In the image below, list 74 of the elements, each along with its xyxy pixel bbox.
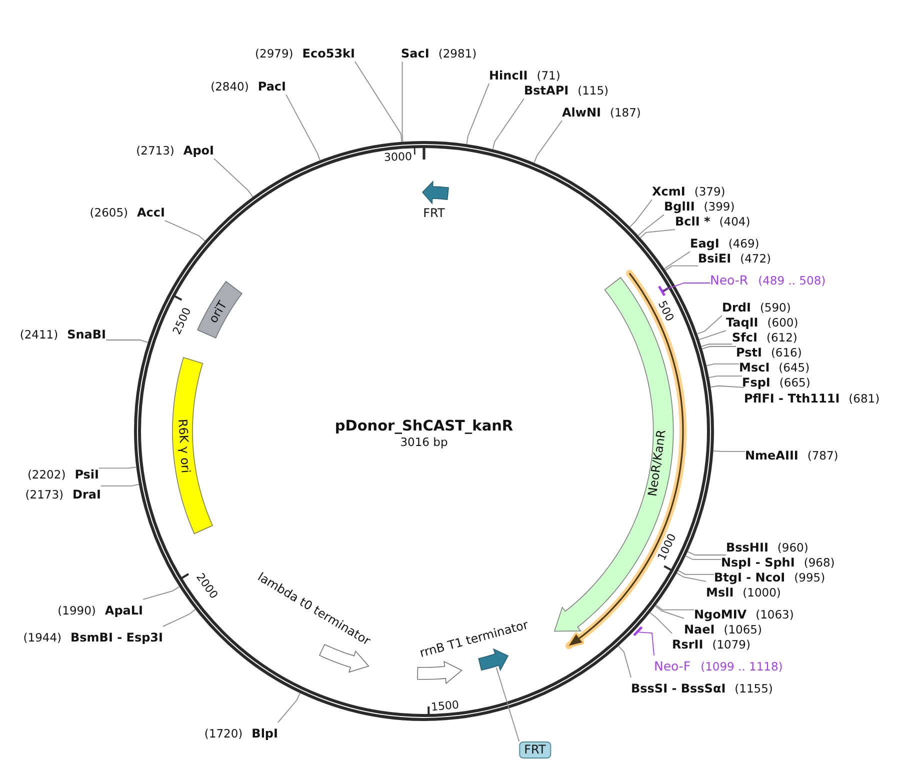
restriction-site-label: XcmI (379)	[652, 180, 726, 200]
feature-label: R6K γ ori	[175, 418, 193, 474]
plasmid-size: 3016 bp	[400, 436, 448, 450]
leader-line	[354, 61, 402, 142]
restriction-site-label: (2605) AccI	[90, 201, 165, 221]
leader-line	[678, 570, 714, 575]
leader-line	[656, 604, 694, 610]
primer-mark	[658, 286, 666, 296]
leader-line	[162, 608, 196, 627]
leader-line	[650, 612, 672, 634]
leader-line	[278, 692, 300, 723]
leader-line	[664, 265, 698, 271]
restriction-site-label: (2202) PsiI	[27, 463, 99, 483]
leader-line	[664, 251, 690, 270]
restriction-site-label: EagI (469)	[690, 232, 760, 252]
restriction-site-label: (2840) PacI	[210, 75, 286, 95]
leader-line	[700, 344, 732, 347]
feature-arrow	[478, 648, 509, 672]
leader-line	[100, 484, 140, 486]
leader-line	[708, 376, 742, 378]
leader-line	[492, 98, 524, 150]
tick-label: 1000	[656, 532, 678, 562]
leader-line	[98, 466, 137, 469]
feature-label: FRT	[423, 206, 445, 220]
leader-line	[698, 330, 726, 340]
restriction-site-label: (2411) SnaBI	[20, 323, 106, 343]
leader-line	[286, 94, 320, 161]
tick-label: 2500	[171, 306, 193, 336]
primer-label: Neo-R (489 .. 508)	[710, 269, 826, 289]
restriction-site-label: HincII (71)	[489, 64, 560, 84]
leader-line	[710, 385, 744, 388]
leader-line	[496, 667, 520, 742]
tick-label: 500	[656, 299, 676, 323]
leader-line	[702, 346, 736, 350]
leader-line	[164, 220, 206, 242]
leader-line	[685, 556, 722, 560]
restriction-site-label: (2713) ApoI	[136, 139, 214, 159]
primer-mark	[633, 626, 643, 636]
leader-line	[534, 120, 562, 164]
leader-line	[106, 340, 148, 343]
restriction-site-label: (2979) Eco53kI	[255, 42, 355, 62]
restriction-site-label: NmeAIII (787)	[745, 444, 838, 464]
leader-line	[142, 586, 180, 600]
restriction-site-label: (2173) DraI	[25, 483, 101, 503]
leader-line	[696, 315, 722, 334]
leader-line	[638, 214, 664, 236]
leader-line	[712, 450, 746, 452]
restriction-site-label: (1990) ApaLI	[58, 599, 143, 619]
leader-line	[466, 83, 490, 145]
leader-line	[662, 282, 710, 291]
feature-label-tag: FRT	[519, 742, 551, 758]
leader-line	[638, 632, 654, 656]
leader-line	[402, 61, 404, 142]
leader-line	[640, 229, 676, 238]
leader-line	[618, 646, 632, 678]
leader-line	[654, 606, 684, 619]
leader-line	[214, 158, 254, 198]
leader-line	[687, 551, 726, 556]
restriction-site-label: (1944) BsmBI - Esp3I	[23, 626, 163, 646]
leader-line	[706, 363, 740, 366]
restriction-site-label: (1720) BlpI	[204, 722, 278, 742]
restriction-site-label: AlwNI (187)	[562, 101, 641, 121]
primer-label: Neo-F (1099 .. 1118)	[654, 655, 783, 675]
restriction-site-label: BssSI - BssSαI (1155)	[631, 677, 773, 697]
tick-label: 3000	[384, 151, 412, 163]
restriction-site-label: DrdI (590)	[722, 296, 791, 316]
feature-label: NeoR/KanR	[645, 428, 669, 498]
leader-line	[629, 199, 652, 228]
restriction-site-label: BssHII (960)	[726, 536, 808, 556]
plasmid-name: pDonor_ShCAST_kanR	[334, 418, 514, 436]
restriction-site-label: SacI (2981)	[401, 42, 477, 62]
leader-line	[676, 572, 706, 582]
restriction-site-label: NgoMIV (1063)	[694, 603, 794, 623]
tick-label: 1500	[430, 699, 460, 713]
